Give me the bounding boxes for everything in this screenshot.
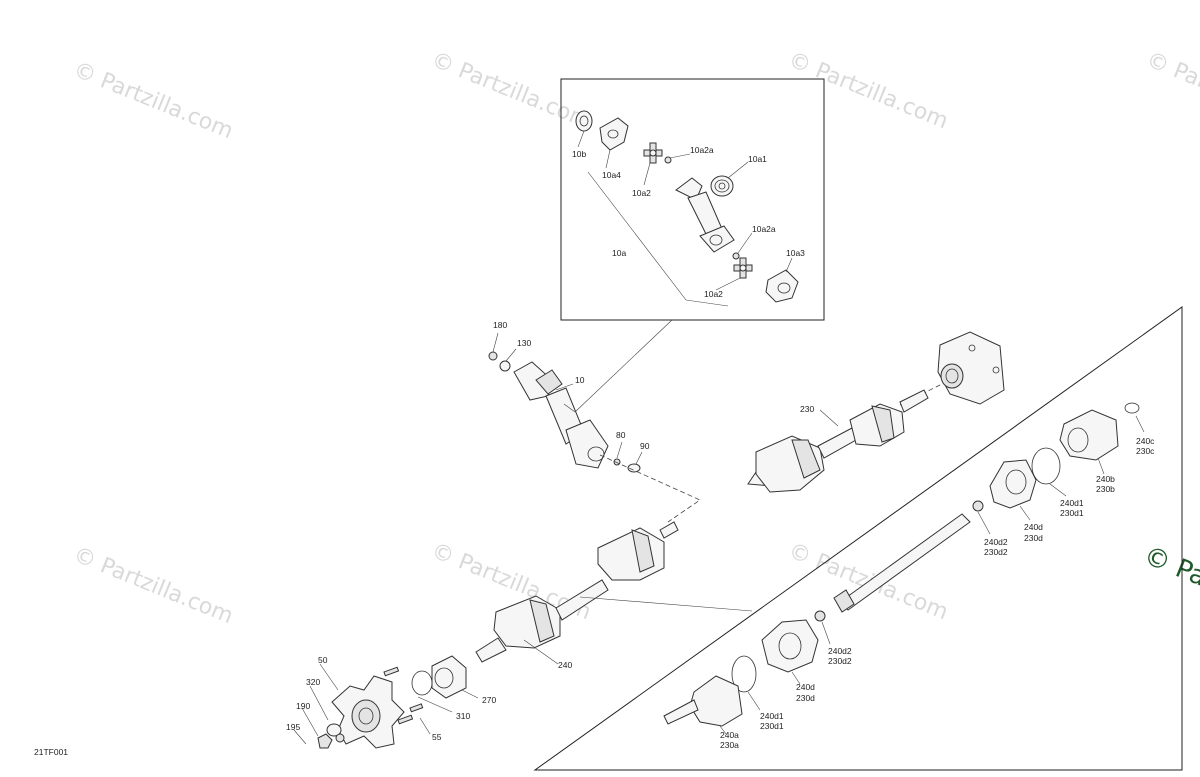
watermark: © Partzilla.com xyxy=(70,542,237,629)
driveshaft-10a xyxy=(675,177,735,253)
label-10a1: 10a1 xyxy=(748,154,767,164)
boot-10a1 xyxy=(710,175,734,197)
label-230a: 230a xyxy=(720,740,739,750)
seal-10b xyxy=(575,110,593,132)
circlip-240c xyxy=(1124,402,1140,414)
detail-components xyxy=(663,402,1140,727)
half-shaft-spline xyxy=(833,589,855,613)
label-230d2-lower: 230d2 xyxy=(828,656,852,666)
label-240d2-upper: 240d2 xyxy=(984,537,1008,547)
label-90: 90 xyxy=(640,441,650,451)
inset-driveshaft-detail: 10b 10a4 10a2 10a2a 10a1 10a 10a2a 10a3 … xyxy=(560,78,825,413)
label-80: 80 xyxy=(616,430,626,440)
seal-10b-inner xyxy=(579,115,589,127)
label-190: 190 xyxy=(296,701,310,711)
label-50: 50 xyxy=(318,655,328,665)
drive-axle-240 xyxy=(475,521,679,663)
label-230d1-upper: 230d1 xyxy=(1060,508,1084,518)
detail-labels: 240c 230c 240b 230b 240d1 230d1 240d 230… xyxy=(719,415,1155,750)
nut-195 xyxy=(317,733,333,749)
label-240: 240 xyxy=(558,660,572,670)
label-320: 320 xyxy=(306,677,320,687)
stud-upper xyxy=(383,666,400,677)
outer-joint-240b xyxy=(1059,409,1119,461)
label-130: 130 xyxy=(517,338,531,348)
yoke-10a3-bore xyxy=(777,282,791,294)
bolt-130 xyxy=(499,360,511,372)
diagram-code: 21TF001 xyxy=(34,747,68,757)
detail-connector-line xyxy=(579,596,753,612)
label-230d2-upper: 230d2 xyxy=(984,547,1008,557)
label-230: 230 xyxy=(800,404,814,414)
boot-240d-upper xyxy=(989,459,1037,509)
label-270: 270 xyxy=(482,695,496,705)
clamp-240d1-lower xyxy=(731,655,757,693)
washer-90 xyxy=(627,463,641,473)
differential-flange xyxy=(937,331,1005,405)
label-10a2a-top: 10a2a xyxy=(690,145,714,155)
clamp-240d1-upper xyxy=(1031,447,1061,485)
label-240b: 240b xyxy=(1096,474,1115,484)
watermark: © Partzilla.com xyxy=(785,47,952,134)
wheel-hub-group xyxy=(317,655,467,749)
boot-240d-lower xyxy=(761,619,819,673)
alignment-line xyxy=(599,454,701,523)
detail-triangle xyxy=(533,306,1183,771)
label-230b: 230b xyxy=(1096,484,1115,494)
label-10a4: 10a4 xyxy=(602,170,621,180)
label-10b: 10b xyxy=(572,149,586,159)
u-joint-cross-10a2-bottom xyxy=(733,257,753,279)
label-10a2a-bottom: 10a2a xyxy=(752,224,776,234)
label-310: 310 xyxy=(456,711,470,721)
label-240a: 240a xyxy=(720,730,739,740)
inset-connector-line xyxy=(574,319,673,413)
watermark: © Partzilla.com xyxy=(70,57,237,144)
clamp-240d2-upper xyxy=(972,500,984,512)
bolt-55 xyxy=(409,703,424,713)
watermark: © Partzilla.com xyxy=(1143,47,1200,134)
nut-180 xyxy=(488,351,498,361)
stud-lower xyxy=(397,714,414,725)
washer-190 xyxy=(335,733,345,743)
label-10a: 10a xyxy=(612,248,626,258)
label-10a2-bottom: 10a2 xyxy=(704,289,723,299)
label-10: 10 xyxy=(575,375,585,385)
label-240d2-lower: 240d2 xyxy=(828,646,852,656)
yoke-10a3 xyxy=(765,269,799,303)
label-240d-lower: 240d xyxy=(796,682,815,692)
label-240d1-lower: 240d1 xyxy=(760,711,784,721)
grease-fitting-10a2a-bottom xyxy=(732,252,740,260)
label-55: 55 xyxy=(432,732,442,742)
label-10a2-top: 10a2 xyxy=(632,188,651,198)
drive-axle-230 xyxy=(747,389,929,493)
grease-fitting-10a2a-top xyxy=(664,156,672,164)
label-195: 195 xyxy=(286,722,300,732)
label-240c: 240c xyxy=(1136,436,1155,446)
circlip-310 xyxy=(411,670,433,696)
driveshaft-assembly-10 xyxy=(488,351,641,473)
label-230d-lower: 230d xyxy=(796,693,815,703)
watermark-edge: © Par xyxy=(1139,541,1200,597)
clamp-240d2-lower xyxy=(814,610,826,622)
seal-320 xyxy=(326,723,342,737)
u-joint-cross-10a2-top xyxy=(643,142,663,164)
inset-frame xyxy=(560,78,825,321)
label-230d-upper: 230d xyxy=(1024,533,1043,543)
yoke-10a4 xyxy=(599,117,629,151)
label-10a3: 10a3 xyxy=(786,248,805,258)
watermark: © Partzilla.com xyxy=(428,47,595,134)
bearing-270 xyxy=(431,655,467,699)
label-230c: 230c xyxy=(1136,446,1155,456)
label-240d-upper: 240d xyxy=(1024,522,1043,532)
label-180: 180 xyxy=(493,320,507,330)
yoke-10a4-bore xyxy=(607,129,619,139)
label-240d1-upper: 240d1 xyxy=(1060,498,1084,508)
label-230d1-lower: 230d1 xyxy=(760,721,784,731)
